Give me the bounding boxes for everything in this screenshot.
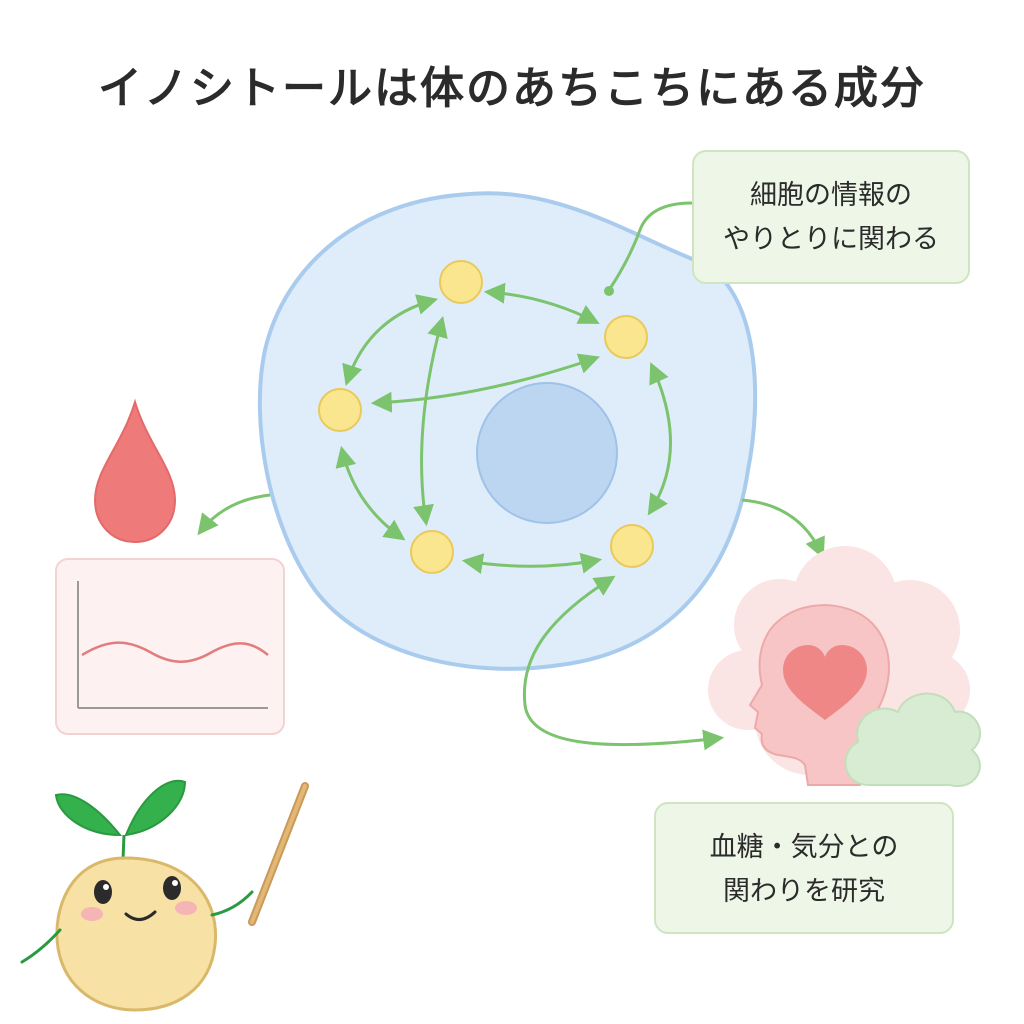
arrow-top-to-bottom [413,315,448,527]
arrow-cell-to-graph [197,493,271,536]
callout-cell-signaling-line2: やりとりに関わる [723,224,939,255]
arrow-left-to-top [342,294,439,386]
molecule-dot-icon [318,388,362,432]
molecule-dot-icon [610,524,654,568]
head-heart-icon [748,604,890,786]
blood-drop-icon [93,398,177,544]
callout-research-line2: 関わりを研究 [723,876,885,907]
arrow-right-to-left [370,353,600,413]
arrow-right-to-bottomright [647,362,672,516]
molecule-dot-icon [604,315,648,359]
arrow-bottom-to-bottomright [461,552,603,575]
callout-connector-dot [604,286,614,296]
arrow-left-to-bottom [335,445,406,541]
arrow-top-to-right [483,282,600,324]
nucleus-icon [476,382,618,524]
callout-connector-line [607,201,693,291]
callout-research-line1: 血糖・気分との [709,832,899,863]
page-title: イノシトールは体のあちこちにある成分 [98,63,926,114]
callout-cell-signaling-line1: 細胞の情報の [750,180,912,211]
blood-sugar-graph-icon [55,558,285,735]
arrow-molecule-to-head [522,575,725,751]
molecule-dot-icon [410,530,454,574]
arrow-cell-to-head [741,498,825,559]
cloud-icon [844,692,982,788]
molecule-dot-icon [439,260,483,304]
callout-cell-signaling: 細胞の情報の やりとりに関わる [692,150,970,284]
callout-research: 血糖・気分との 関わりを研究 [654,802,954,934]
seedling-mascot-icon [20,779,254,1012]
